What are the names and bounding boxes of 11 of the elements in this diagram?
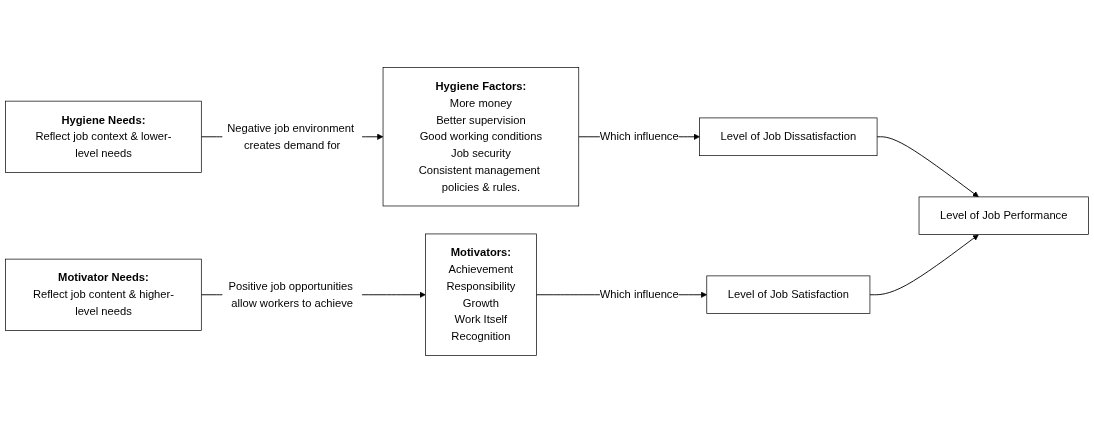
edge-label: Positive job opportunities allow workers to achieve — [228, 280, 354, 309]
node-box: Level of Job Dissatisfaction — [699, 117, 878, 156]
node-box: Hygiene Needs: Reflect job context & lower-level needs — [5, 100, 202, 173]
node-box: Level of Job Performance — [918, 196, 1089, 235]
node-box: Level of Job Satisfaction — [706, 275, 871, 314]
node-box: Motivator Needs: Reflect job content & higher-level needs — [5, 258, 202, 331]
node-box: Hygiene Factors: More money Better supervision Good working conditions Job security Consistent management policies & rules. — [382, 67, 580, 207]
edge-label: Which influence — [599, 288, 679, 301]
edge-label: Which influence — [599, 130, 679, 143]
node-box: Motivators: Achievement Responsibility Growth Work Itself Recognition — [425, 233, 537, 356]
edge-label: Negative job environment creates demand for — [227, 122, 355, 151]
